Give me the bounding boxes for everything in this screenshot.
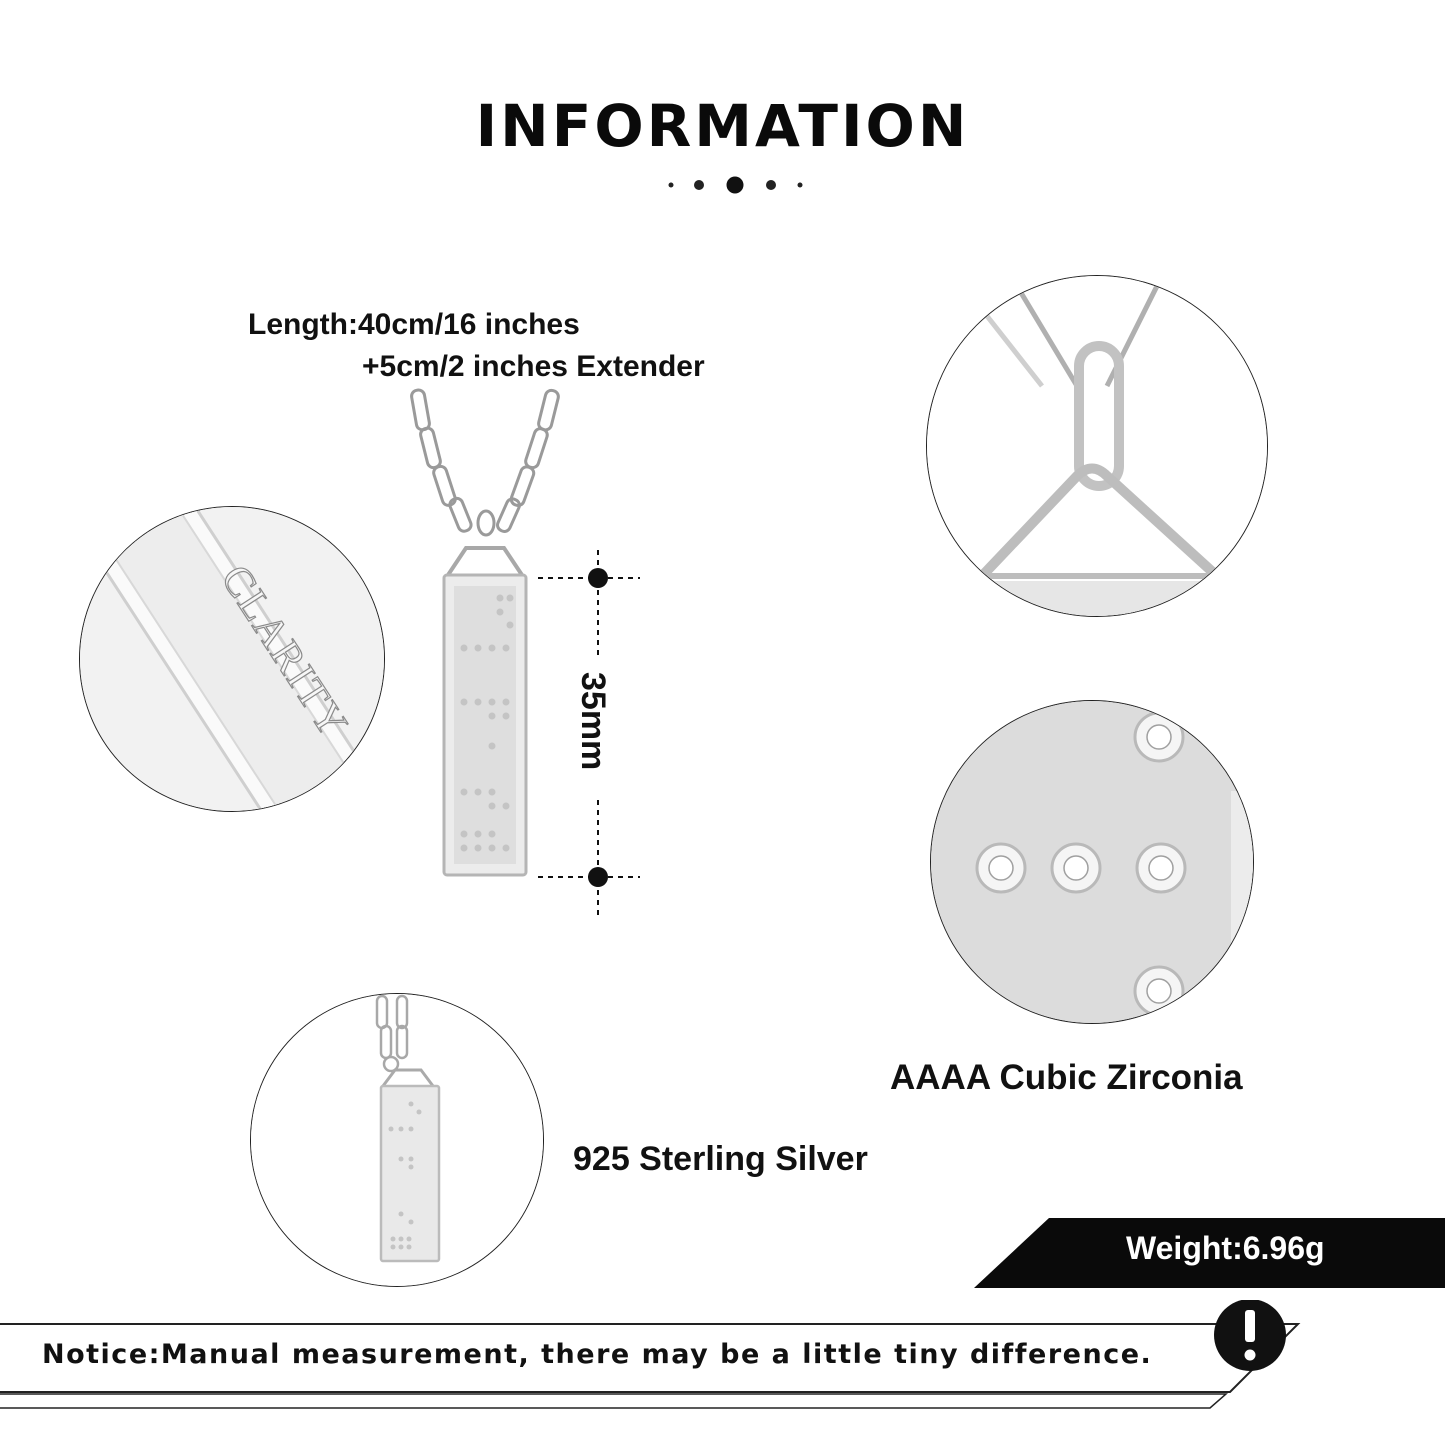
pendant-image xyxy=(410,388,640,920)
bail-detail-image xyxy=(926,275,1268,617)
stones-detail-image xyxy=(930,700,1254,1024)
material-label: 925 Sterling Silver xyxy=(573,1140,868,1178)
page-title: INFORMATION xyxy=(475,92,970,160)
notice-text: Notice:Manual measurement, there may be … xyxy=(42,1339,1153,1370)
extender-label: +5cm/2 inches Extender xyxy=(362,350,705,383)
pendant-height-label: 35mm xyxy=(574,672,612,771)
exclamation-icon xyxy=(1214,1300,1286,1371)
length-label: Length:40cm/16 inches xyxy=(248,308,580,341)
engraving-detail-image: CLARITY xyxy=(79,506,385,812)
stones-label: AAAA Cubic Zirconia xyxy=(890,1058,1243,1097)
weight-label: Weight:6.96g xyxy=(1126,1230,1325,1266)
material-detail-image xyxy=(250,993,544,1287)
notice-box xyxy=(0,1300,1301,1409)
dots-divider-icon xyxy=(668,176,803,194)
weight-banner xyxy=(974,1218,1445,1288)
